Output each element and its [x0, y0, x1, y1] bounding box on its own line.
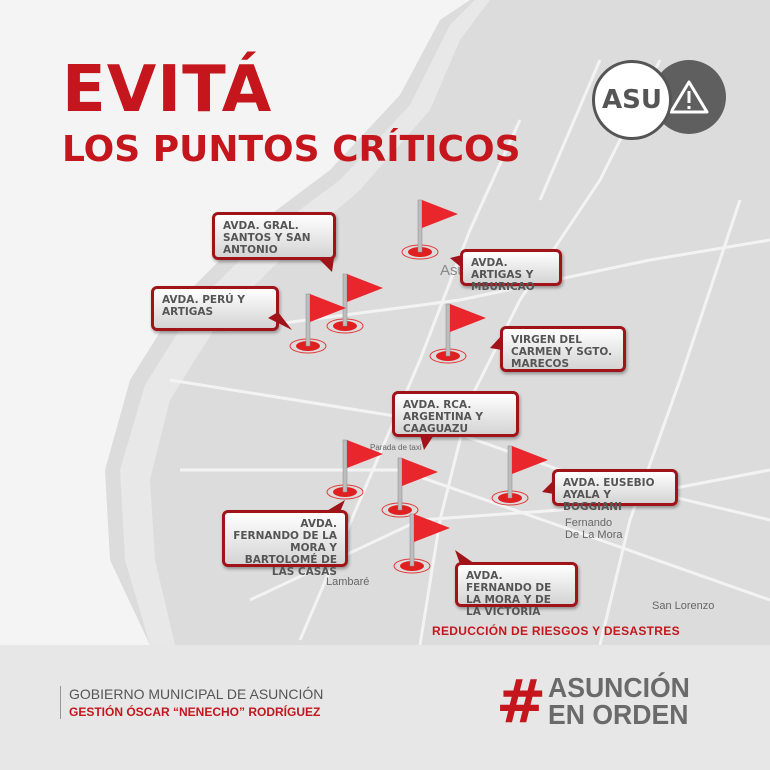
- map-label-fernando: Fernando De La Mora: [565, 517, 623, 542]
- critical-point-flag-icon: [429, 303, 486, 364]
- critical-point-flag-icon: [393, 513, 450, 574]
- map-label-asuncion: Asu: [440, 262, 466, 279]
- government-block: GOBIERNO MUNICIPAL DE ASUNCIÓN GESTIÓN Ó…: [60, 686, 323, 719]
- critical-point-flag-icon: [326, 439, 383, 500]
- callout-peru-artigas: AVDA. PERÚ Y ARTIGAS: [151, 286, 279, 331]
- hashtag-line-1: ASUNCIÓN: [548, 672, 691, 704]
- critical-point-flag-icon: [401, 199, 458, 260]
- title-line-1: EVITÁ: [62, 53, 273, 127]
- warning-triangle-icon: [669, 80, 709, 114]
- risk-reduction-subtitle: REDUCCIÓN DE RIESGOS Y DESASTRES: [432, 624, 680, 638]
- administration-name: GESTIÓN ÓSCAR “NENECHO” RODRÍGUEZ: [69, 705, 321, 719]
- critical-point-flag-icon: [289, 293, 346, 354]
- critical-point-flag-icon: [491, 445, 548, 506]
- callout-virgen-del-carmen: VIRGEN DEL CARMEN Y SGTO. MARECOS: [500, 326, 626, 372]
- title-line-2: LOS PUNTOS CRÍTICOS: [62, 129, 521, 170]
- critical-point-flag-icon: [381, 457, 438, 518]
- flags: [289, 199, 548, 574]
- map-label-san-lorenzo: San Lorenzo: [652, 600, 715, 612]
- hashtag-symbol: #: [496, 667, 547, 737]
- map-label-parada: Parada de taxi: [370, 443, 422, 452]
- footer: [0, 645, 770, 770]
- critical-point-flag-icon: [326, 273, 383, 334]
- callout-fdo-mora-victoria: AVDA. FERNANDO DE LA MORA Y DE LA VICTOR…: [455, 562, 578, 618]
- callout-artigas-mburicao: AVDA. ARTIGAS Y MBURICAO: [460, 249, 562, 293]
- callout-fdo-mora-bartolome: AVDA. FERNANDO DE LA MORA Y BARTOLOMÉ DE…: [222, 510, 348, 578]
- callout-gral-santos: AVDA. GRAL. SANTOS Y SAN ANTONIO: [212, 212, 336, 260]
- asu-badge: ASU: [592, 60, 672, 140]
- callout-tails: [268, 255, 554, 564]
- government-name: GOBIERNO MUNICIPAL DE ASUNCIÓN: [69, 686, 324, 702]
- callout-eusebio-ayala: AVDA. EUSEBIO AYALA Y BOGGIANI: [552, 469, 678, 513]
- hashtag-logo: # ASUNCIÓN EN ORDEN: [496, 672, 698, 732]
- callout-rca-argentina: AVDA. RCA. ARGENTINA Y CAAGUAZU: [392, 391, 519, 437]
- hashtag-line-2: EN ORDEN: [548, 699, 689, 730]
- map-label-lambare: Lambaré: [326, 576, 370, 588]
